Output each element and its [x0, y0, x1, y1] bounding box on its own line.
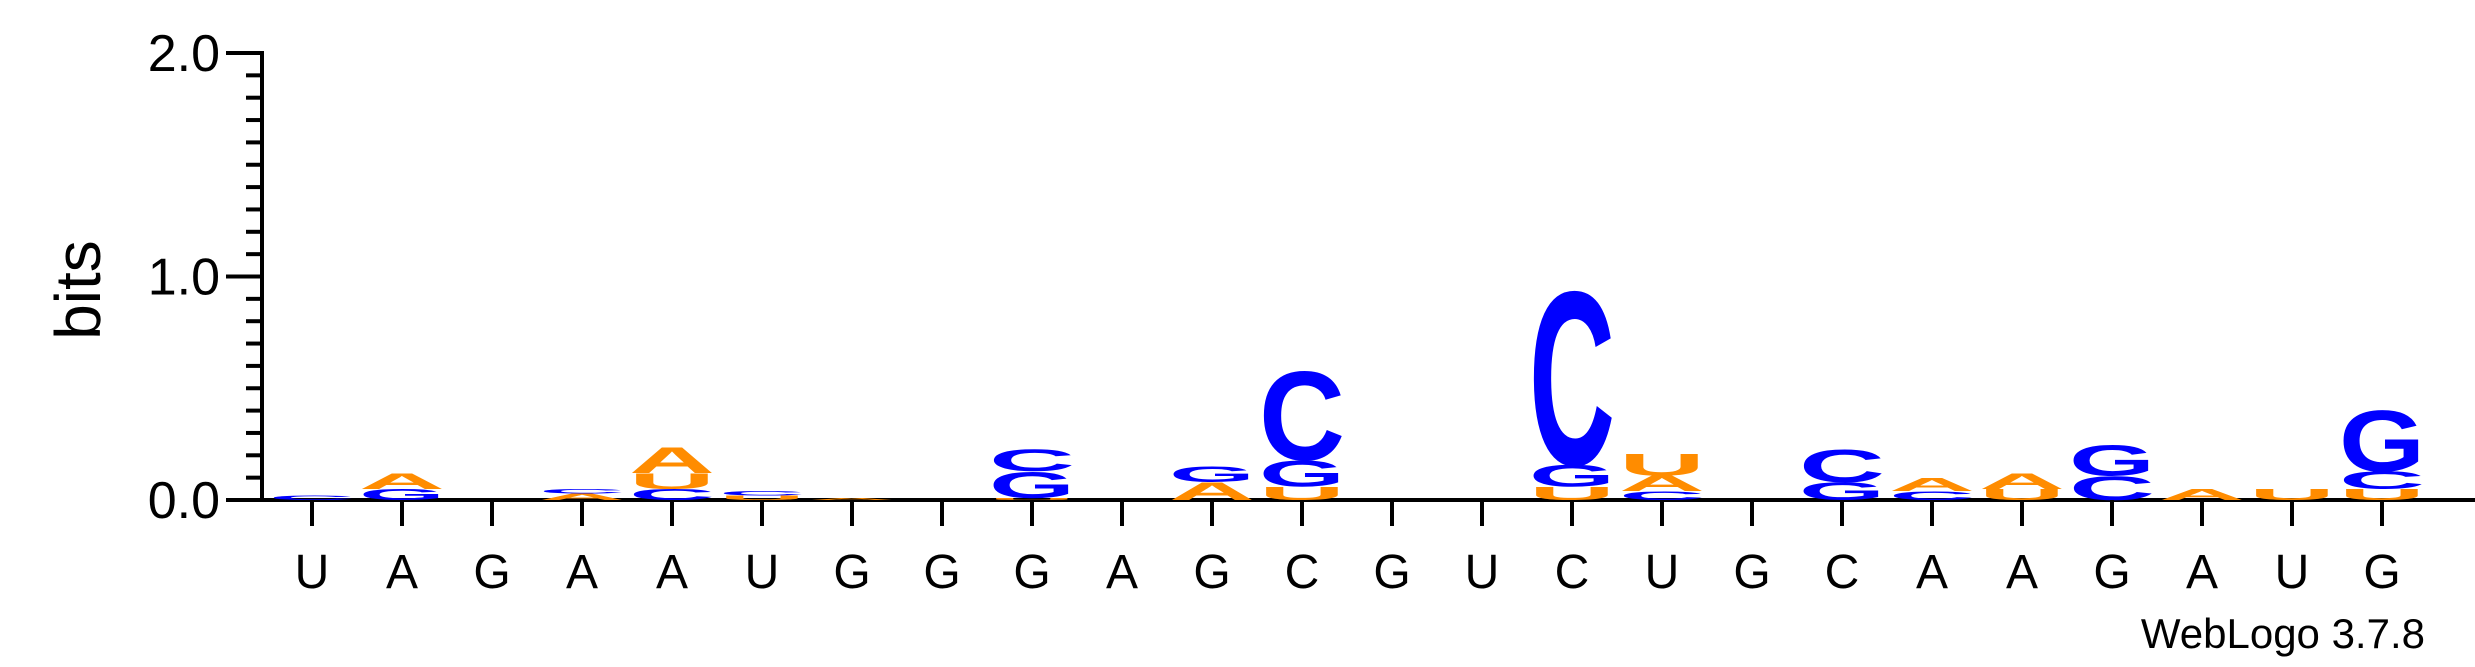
- logo-letter-u: U: [2339, 486, 2425, 503]
- logo-letter-g: G: [2069, 437, 2155, 485]
- logo-letter-c: C: [539, 488, 625, 495]
- position-label: G: [2093, 546, 2130, 599]
- y-tick-label: 2.0: [148, 25, 220, 83]
- position-label: A: [1106, 546, 1138, 599]
- position-label: A: [386, 546, 418, 599]
- position-label: G: [1013, 546, 1050, 599]
- logo-letter-c: C: [1889, 489, 1975, 503]
- logo-letter-c: C: [1799, 440, 1885, 493]
- position-label: G: [1193, 546, 1230, 599]
- position-label: A: [656, 546, 688, 599]
- logo-letter-c: C: [1529, 241, 1615, 518]
- position-label: G: [473, 546, 510, 599]
- logo-letter-a: A: [1889, 474, 1975, 495]
- logo-letter-c: C: [629, 486, 715, 503]
- logo-letter-a: A: [629, 440, 715, 481]
- logo-letter-c: C: [989, 443, 1075, 478]
- y-tick-label: 1.0: [148, 249, 220, 307]
- position-label: G: [833, 546, 870, 599]
- logo-letter-c: C: [2339, 467, 2425, 495]
- position-label: C: [1555, 546, 1590, 599]
- position-label: U: [1465, 546, 1500, 599]
- position-label: U: [1645, 546, 1680, 599]
- position-label: A: [2006, 546, 2038, 599]
- position-label: G: [1373, 546, 1410, 599]
- position-label: G: [1733, 546, 1770, 599]
- logo-letter-a: A: [809, 497, 895, 500]
- logo-letter-g: G: [1529, 458, 1615, 493]
- logo-letter-u: U: [989, 497, 1075, 500]
- weblogo-credit: WebLogo 3.7.8: [2141, 610, 2425, 657]
- logo-letter-g: G: [1259, 453, 1345, 494]
- position-label: U: [2275, 546, 2310, 599]
- position-label: A: [2186, 546, 2218, 599]
- logo-letter-a: A: [1979, 469, 2065, 493]
- logo-letter-a: A: [1619, 472, 1705, 496]
- logo-letter-u: U: [1259, 483, 1345, 504]
- logo-letter-c: C: [269, 494, 355, 501]
- logo-letter-a: A: [2159, 486, 2245, 503]
- y-tick-label: 0.0: [148, 472, 220, 530]
- logo-letter-a: A: [359, 469, 445, 493]
- position-label: A: [1916, 546, 1948, 599]
- position-label: U: [295, 546, 330, 599]
- logo-letter-g: G: [359, 486, 445, 503]
- position-label: A: [566, 546, 598, 599]
- logo-letter-g: G: [2339, 392, 2425, 489]
- logo-letter-a: A: [539, 492, 625, 502]
- y-axis-label: bits: [42, 240, 114, 340]
- position-label: U: [745, 546, 780, 599]
- position-label: C: [1825, 546, 1860, 599]
- y-axis: 0.0 1.0 2.0: [148, 25, 2475, 530]
- logo-letter-u: U: [2249, 486, 2335, 503]
- logo-letter-u: U: [1619, 447, 1705, 482]
- logo-letter-g: G: [989, 464, 1075, 505]
- logo-letter-g: G: [1169, 463, 1255, 487]
- position-label: G: [2363, 546, 2400, 599]
- logo-letter-c: C: [1619, 489, 1705, 503]
- logo-letter-c: C: [1259, 345, 1345, 487]
- logo-letter-u: U: [1979, 486, 2065, 503]
- logo-letter-u: U: [629, 469, 715, 493]
- logo-letter-u: U: [1529, 483, 1615, 504]
- logo-letter-c: C: [719, 490, 805, 497]
- position-label: G: [923, 546, 960, 599]
- position-label: C: [1285, 546, 1320, 599]
- logo-letter-u: U: [719, 494, 805, 501]
